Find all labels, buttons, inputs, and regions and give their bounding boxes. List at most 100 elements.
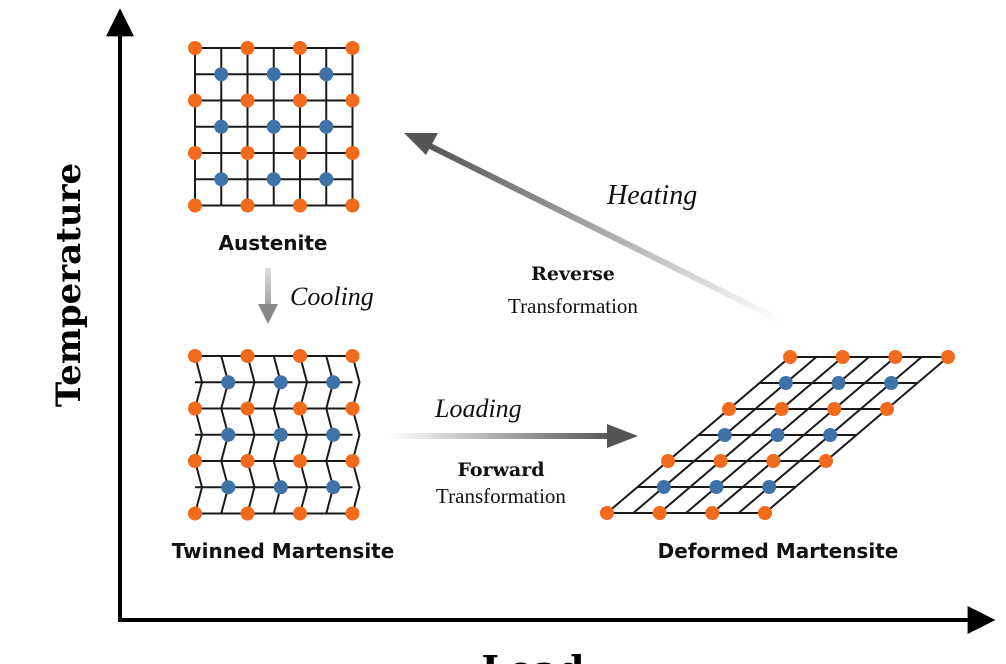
corner-atom — [240, 506, 255, 521]
center-atom — [319, 67, 334, 82]
corner-atom — [705, 506, 720, 520]
lattice-line — [606, 356, 791, 514]
heating-label: Heating — [606, 180, 697, 211]
center-atom — [266, 119, 281, 134]
corner-atom — [722, 402, 736, 416]
deformed-martensite-lattice — [600, 350, 955, 520]
center-atom — [656, 480, 671, 494]
corner-atom — [600, 506, 614, 520]
corner-atom — [661, 454, 675, 468]
austenite-label: Austenite — [219, 231, 328, 255]
austenite-lattice — [188, 41, 360, 213]
corner-atom — [188, 198, 202, 213]
center-atom — [266, 67, 281, 82]
corner-atom — [345, 93, 360, 108]
twinned-martensite-lattice — [188, 349, 361, 521]
center-atom — [709, 480, 724, 494]
corner-atom — [880, 402, 894, 416]
center-atom — [762, 480, 777, 494]
corner-atom — [240, 349, 255, 363]
loading-label: Loading — [434, 394, 522, 423]
corner-atom — [819, 454, 833, 468]
lattice-line — [246, 355, 256, 514]
loading-arrow — [390, 424, 638, 448]
corner-atom — [652, 506, 667, 520]
center-atom — [884, 376, 899, 390]
x-axis-label: Load — [481, 647, 584, 664]
center-atom — [273, 375, 288, 390]
lattice-line — [193, 355, 204, 514]
corner-atom — [345, 401, 360, 416]
lattice-line — [298, 355, 309, 514]
corner-atom — [188, 146, 202, 160]
center-atom — [221, 375, 236, 390]
corner-atom — [240, 198, 255, 213]
corner-atom — [188, 93, 202, 108]
corner-atom — [941, 350, 955, 364]
corner-atom — [345, 41, 360, 55]
corner-atom — [240, 93, 255, 108]
center-atom — [266, 172, 281, 187]
corner-atom — [293, 93, 307, 108]
corner-atom — [293, 506, 307, 521]
corner-atom — [345, 146, 360, 160]
corner-atom — [240, 146, 255, 160]
center-atom — [221, 427, 236, 442]
center-atom — [326, 375, 341, 390]
center-atom — [221, 480, 236, 495]
center-atom — [831, 376, 846, 390]
center-atom — [326, 480, 341, 495]
lattice-line — [764, 356, 949, 514]
center-atom — [778, 376, 793, 390]
corner-atom — [188, 454, 202, 468]
center-atom — [273, 480, 288, 495]
lattice-line — [711, 356, 896, 514]
forward-transformation-bold: Forward — [457, 459, 544, 481]
corner-atom — [345, 506, 360, 521]
corner-atom — [188, 349, 202, 363]
center-atom — [273, 427, 288, 442]
center-atom — [717, 428, 732, 442]
corner-atom — [293, 454, 307, 468]
corner-atom — [293, 198, 307, 213]
corner-atom — [188, 41, 202, 55]
reverse-transformation-label: Transformation — [508, 294, 638, 318]
center-atom — [214, 67, 229, 82]
center-atom — [326, 427, 341, 442]
cooling-arrow — [258, 268, 278, 324]
corner-atom — [345, 198, 360, 213]
corner-atom — [835, 350, 850, 364]
corner-atom — [783, 350, 797, 364]
center-atom — [214, 172, 229, 187]
corner-atom — [713, 454, 728, 468]
y-axis-label: Temperature — [49, 163, 89, 407]
corner-atom — [240, 401, 255, 416]
cooling-label: Cooling — [290, 282, 374, 311]
deformed-martensite-label: Deformed Martensite — [658, 539, 899, 563]
center-atom — [823, 428, 838, 442]
corner-atom — [345, 349, 360, 363]
reverse-transformation-bold: Reverse — [531, 263, 615, 285]
center-atom — [319, 172, 334, 187]
lattice-line — [351, 355, 361, 514]
corner-atom — [766, 454, 781, 468]
corner-atom — [188, 401, 202, 416]
corner-atom — [188, 506, 202, 521]
center-atom — [770, 428, 785, 442]
corner-atom — [827, 402, 842, 416]
forward-transformation-label: Transformation — [436, 484, 566, 508]
lattice-line — [659, 356, 844, 514]
center-atom — [319, 119, 334, 134]
corner-atom — [345, 454, 360, 468]
corner-atom — [240, 454, 255, 468]
corner-atom — [293, 41, 307, 55]
corner-atom — [293, 401, 307, 416]
corner-atom — [293, 146, 307, 160]
corner-atom — [774, 402, 789, 416]
corner-atom — [758, 506, 772, 520]
corner-atom — [293, 349, 307, 363]
twinned-martensite-label: Twinned Martensite — [172, 539, 395, 563]
heating-arrow — [404, 133, 782, 323]
corner-atom — [888, 350, 903, 364]
